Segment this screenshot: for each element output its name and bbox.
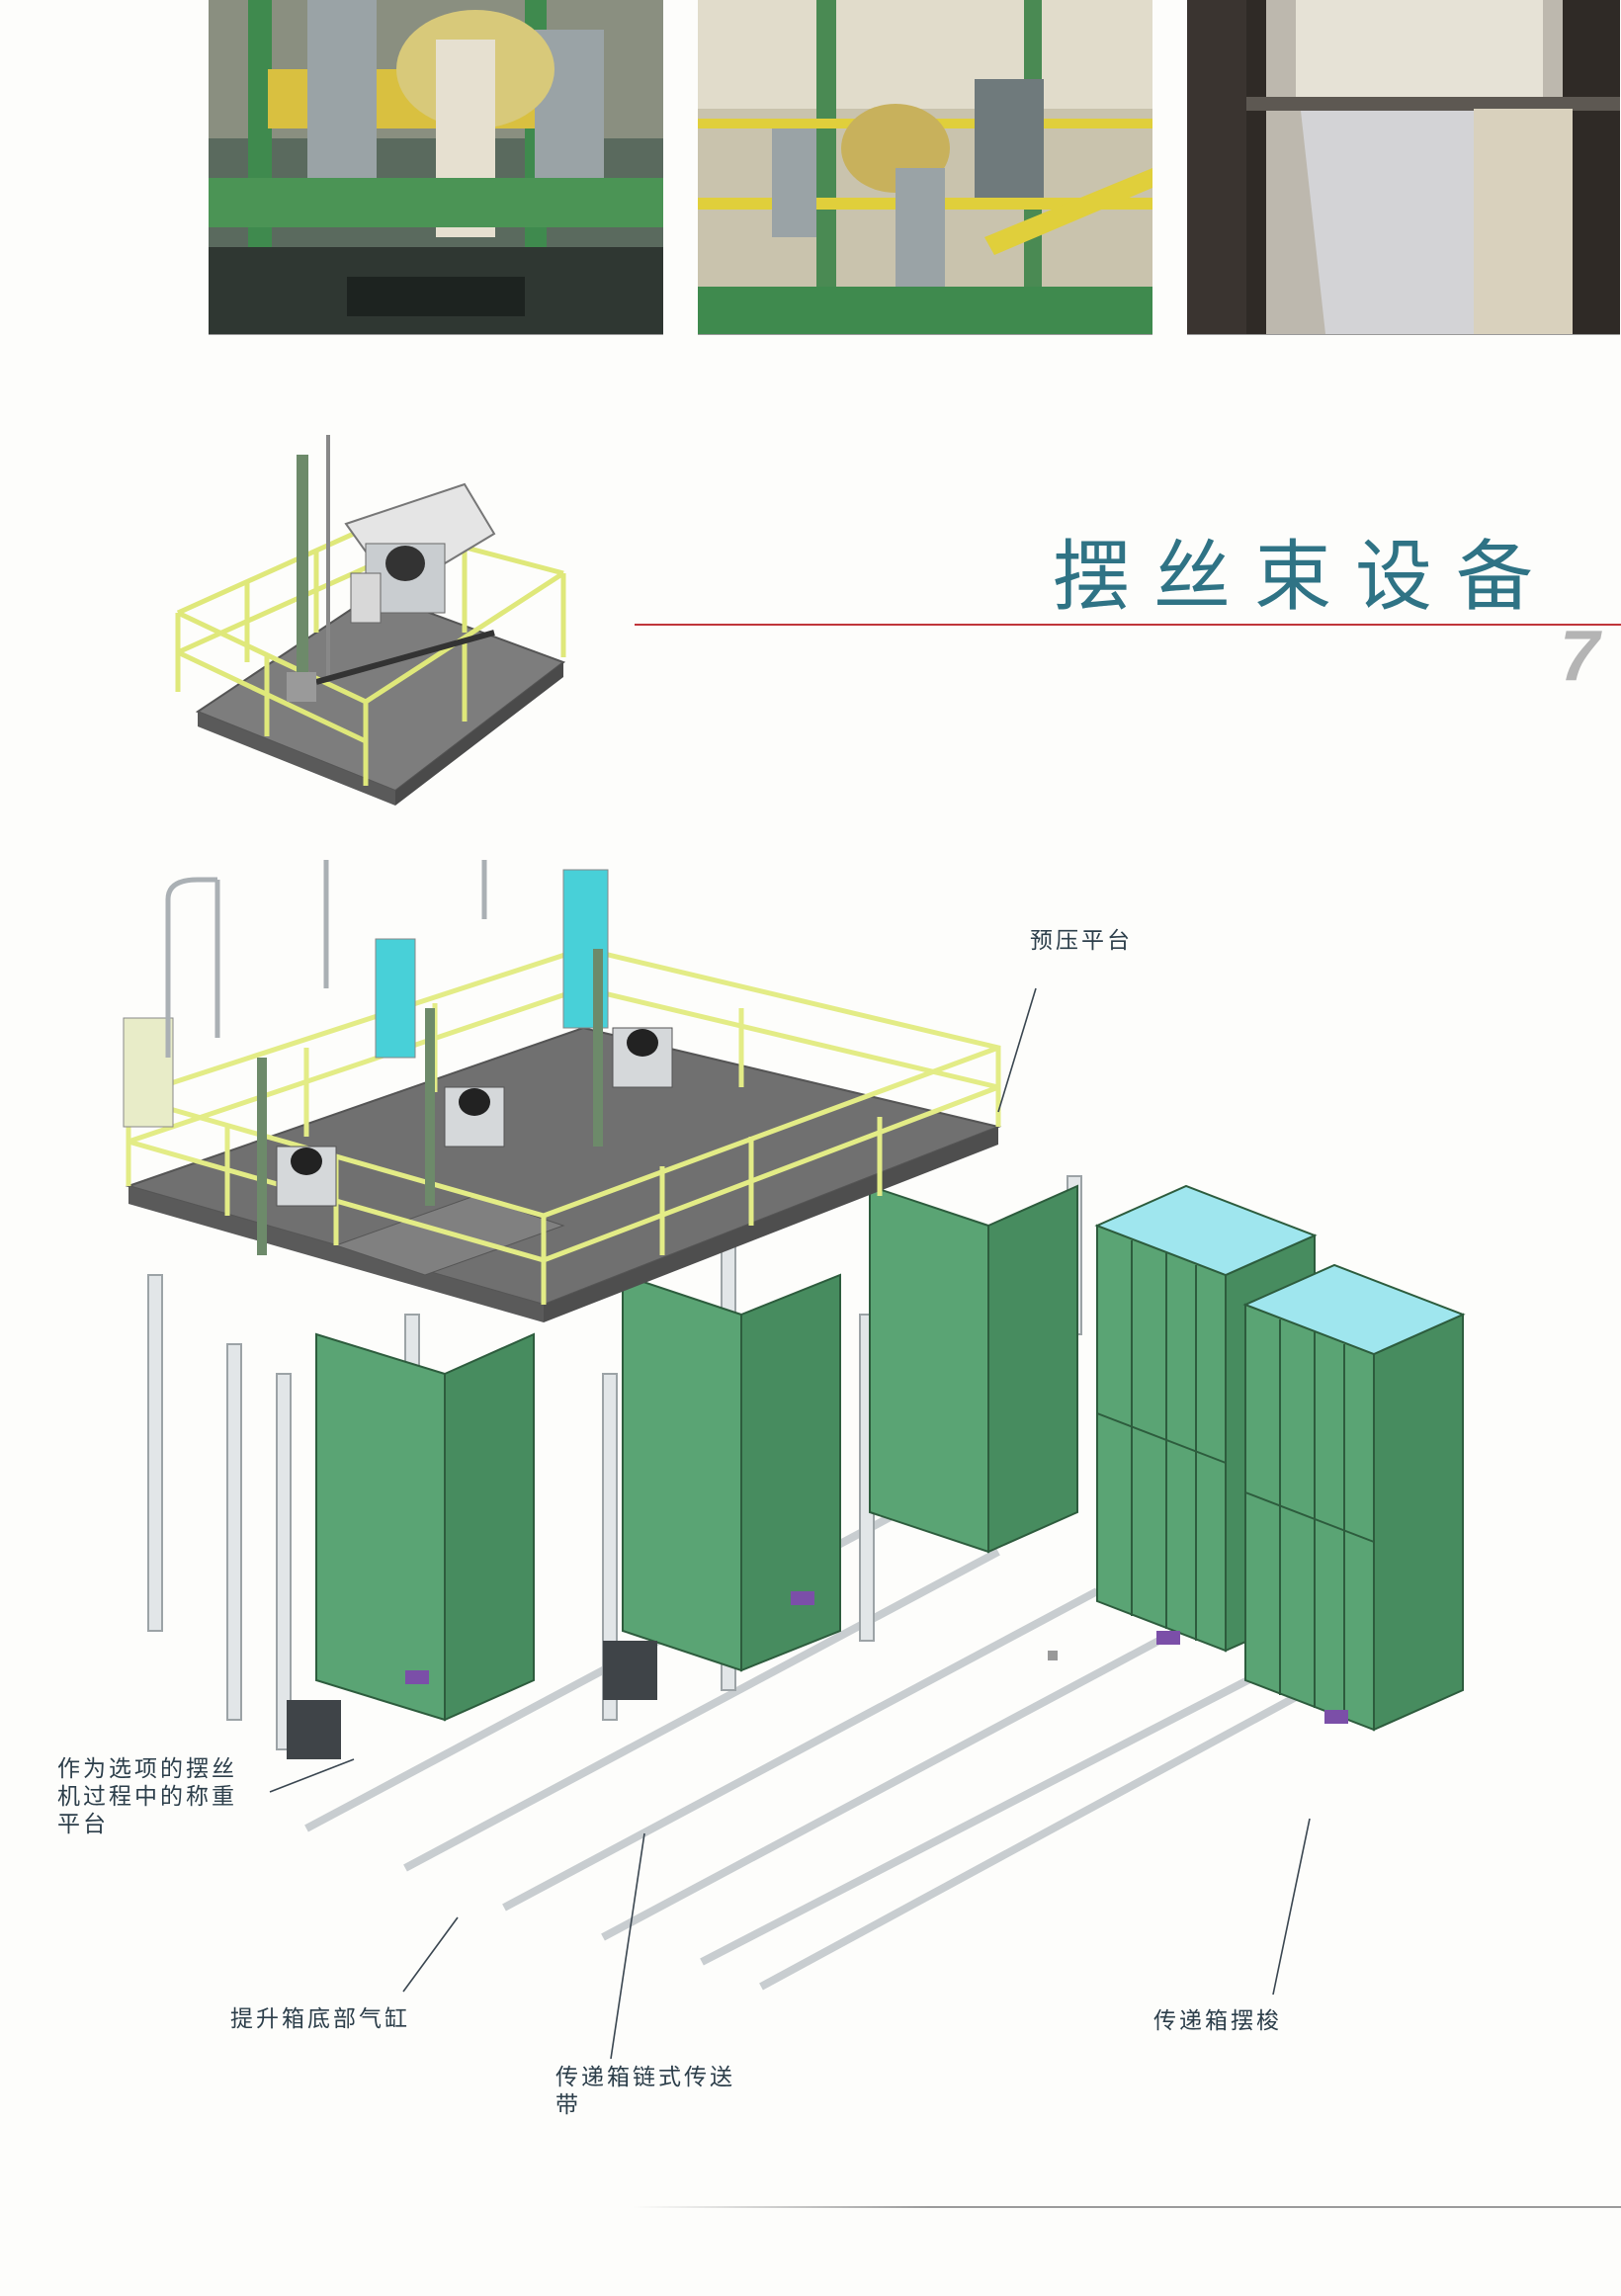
- callout-chain-line-1: 传递箱链式传送: [555, 2065, 735, 2090]
- swing-device-platform-illustration: [168, 435, 583, 810]
- callout-chain-line-2: 带: [555, 2092, 581, 2119]
- callout-lift-box-cylinder: 提升箱底部气缸: [230, 2006, 410, 2032]
- tow-plant-isometric-illustration: [109, 860, 1552, 2026]
- callout-weighing-platform: 作为选项的摆丝 机过程中的称重 平台: [57, 1755, 275, 1838]
- callout-prepress-platform: 预压平台: [1030, 928, 1133, 954]
- callout-chain-conveyor: 传递箱链式传送 带: [555, 2064, 773, 2119]
- photo-swing-device-yellow-rails: [698, 0, 1152, 335]
- photo-tow-in-box: [1187, 0, 1620, 335]
- callout-weighing-line-2: 机过程中的称重: [57, 1784, 237, 1811]
- page-number: 7: [1560, 617, 1600, 696]
- callout-weighing-line-1: 作为选项的摆丝: [57, 1756, 237, 1782]
- bottom-divider: [633, 2206, 1621, 2208]
- title-underline: [635, 624, 1621, 626]
- callout-box-swing-shuttle: 传递箱摆梭: [1153, 2008, 1282, 2034]
- photo-winder-machinery: [209, 0, 663, 335]
- page-title: 摆丝束设备: [1053, 533, 1558, 622]
- callout-weighing-line-3: 平台: [57, 1812, 109, 1838]
